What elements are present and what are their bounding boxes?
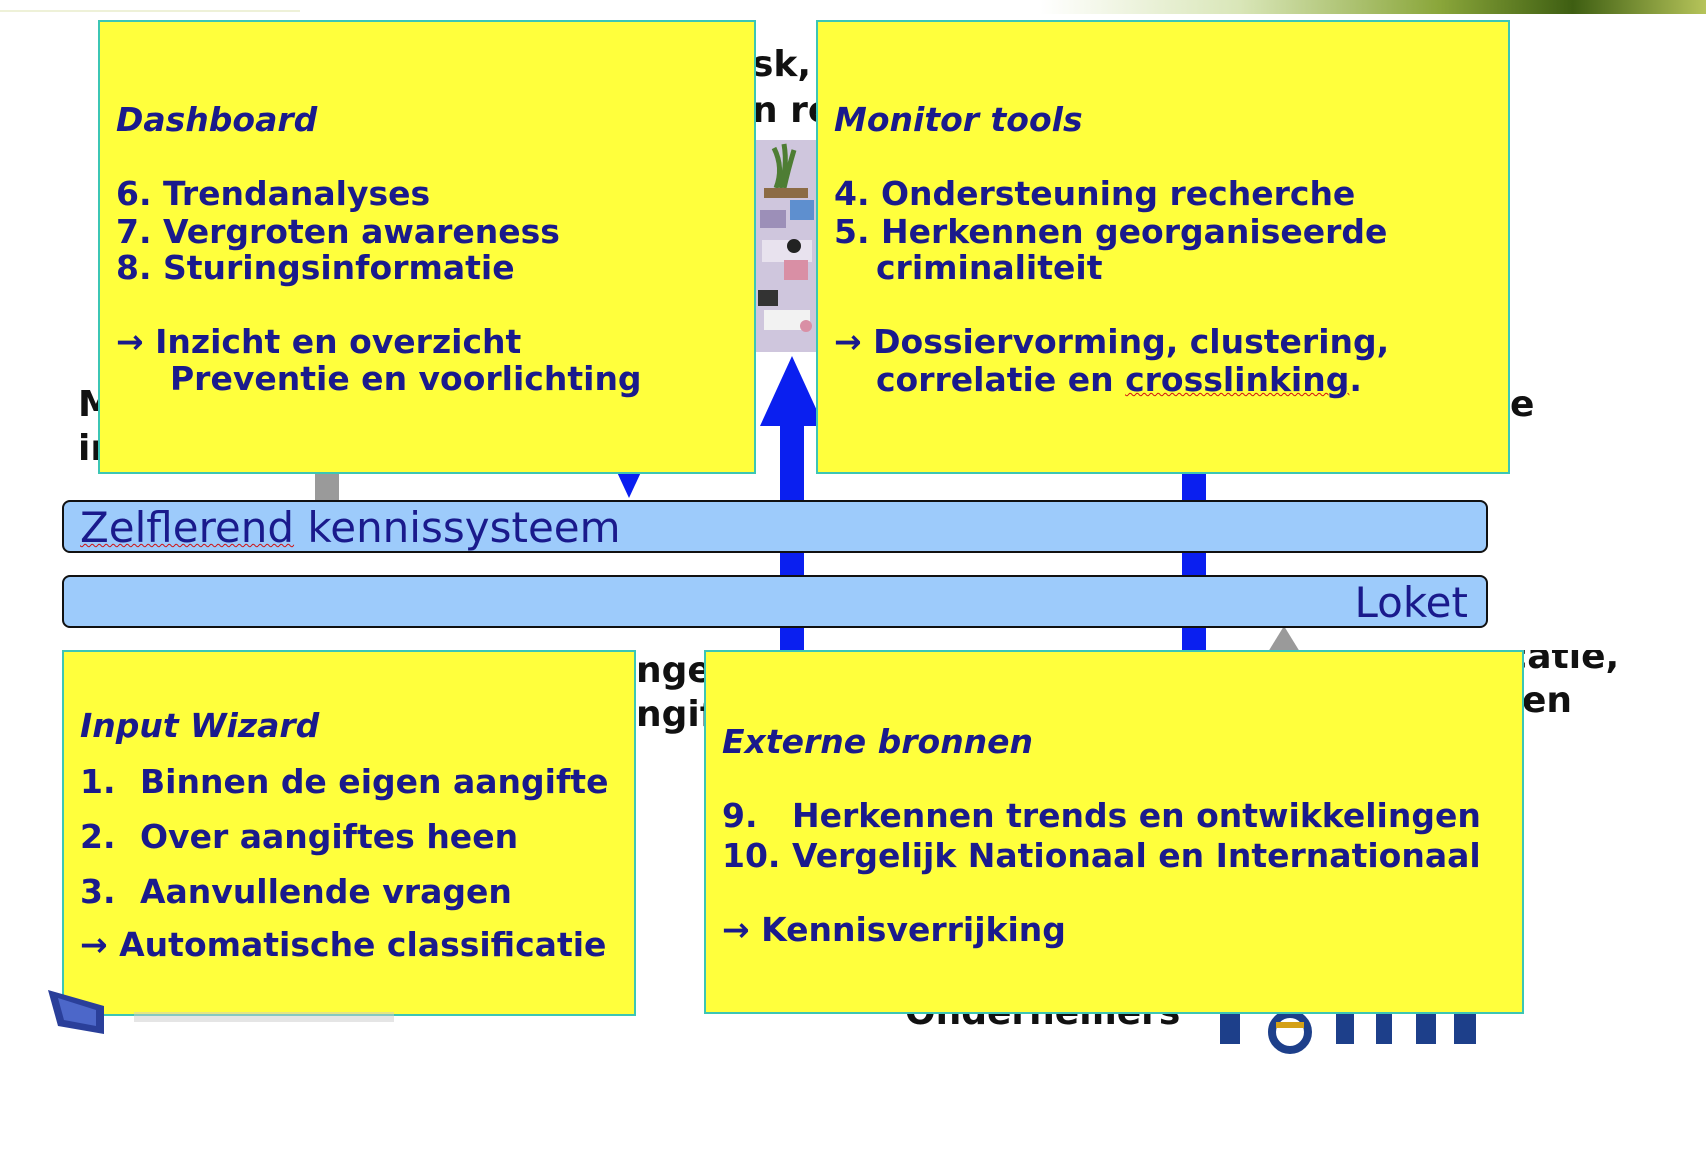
header-photo-strip xyxy=(1040,0,1706,14)
gray-connector-left xyxy=(315,470,339,500)
bg-fragment-right-1: e xyxy=(1510,384,1535,425)
monitor-item-5: 5. Herkennen georganiseerde xyxy=(834,212,1388,251)
logo-left-caption xyxy=(134,1012,394,1022)
bg-fragment-top-1: sk, xyxy=(752,44,812,85)
monitor-item-5-cont: criminaliteit xyxy=(876,248,1103,287)
blue-arrow-up-icon xyxy=(760,356,824,426)
dashboard-panel: Dashboard 6. Trendanalyses 7. Vergroten … xyxy=(98,20,756,474)
wizard-item-2-text: Over aangiftes heen xyxy=(140,817,519,856)
dashboard-result-2: Preventie en voorlichting xyxy=(170,359,642,398)
monitor-result-1: → Dossiervorming, clustering, xyxy=(834,322,1390,361)
kennissysteem-label-word1: Zelflerend xyxy=(80,503,295,552)
externe-item-9-text: Herkennen trends en ontwikkelingen xyxy=(792,796,1481,835)
wizard-item-1-num: 1. xyxy=(80,762,116,801)
monitor-tools-title: Monitor tools xyxy=(834,100,1083,139)
wizard-item-3: 3. Aanvullende vragen xyxy=(80,872,634,912)
monitor-result-2: correlatie en crosslinking. xyxy=(834,360,1508,400)
logo-left-icon xyxy=(48,990,104,1034)
bg-fragment-right-mid-2: en xyxy=(1522,680,1573,721)
externe-result: → Kennisverrijking xyxy=(722,910,1066,949)
externe-bronnen-panel: Externe bronnen 9. Herkennen trends en on… xyxy=(704,650,1524,1014)
externe-item-10: 10. Vergelijk Nationaal en Internationaal xyxy=(722,836,1522,876)
wizard-item-2-num: 2. xyxy=(80,817,116,856)
externe-item-9: 9. Herkennen trends en ontwikkelingen xyxy=(722,796,1522,836)
blue-connector-center-mid xyxy=(780,552,804,578)
politie-logo-icon xyxy=(1220,1014,1476,1054)
wizard-item-3-num: 3. xyxy=(80,872,116,911)
externe-item-10-num: 10. xyxy=(722,836,781,875)
kennissysteem-bar: Zelflerend kennissysteem xyxy=(62,500,1488,553)
dashboard-item-7: 7. Vergroten awareness xyxy=(116,212,560,251)
header-rule xyxy=(0,10,300,12)
bg-fragment-bottom: Ondernemers xyxy=(905,1014,1180,1033)
wizard-result: → Automatische classificatie xyxy=(80,925,607,964)
kennissysteem-label-word2: kennissysteem xyxy=(294,503,621,552)
loket-label: Loket xyxy=(1354,578,1469,627)
monitor-result-2-crosslinking: crosslinking xyxy=(1125,360,1350,399)
input-wizard-panel: Input Wizard 1.Binnen de eigen aangifte … xyxy=(62,650,636,1016)
blue-arrow-down-dashboard xyxy=(616,470,642,498)
dashboard-item-8: 8. Sturingsinformatie xyxy=(116,248,515,287)
monitor-item-4: 4. Ondersteuning recherche xyxy=(834,174,1356,213)
dashboard-title: Dashboard xyxy=(116,100,318,139)
dashboard-item-6: 6. Trendanalyses xyxy=(116,174,431,213)
monitor-result-2-text: correlatie en xyxy=(876,360,1126,399)
wizard-item-1-text: Binnen de eigen aangifte xyxy=(140,762,609,801)
monitor-result-2-end: . xyxy=(1349,360,1362,399)
blue-connector-right-bottom xyxy=(1182,627,1206,653)
blue-arrow-shaft-top xyxy=(780,420,804,502)
dashboard-result-1: → Inzicht en overzicht xyxy=(116,322,522,361)
externe-item-10-text: Vergelijk Nationaal en Internationaal xyxy=(792,836,1481,875)
gray-arrow-up-icon xyxy=(1268,626,1300,652)
externe-item-9-num: 9. xyxy=(722,796,758,835)
blue-connector-center-bottom xyxy=(780,627,804,653)
blue-connector-right-top xyxy=(1182,470,1206,502)
wizard-item-1: 1. Binnen de eigen aangifte xyxy=(80,762,634,802)
wizard-item-2: 2. Over aangiftes heen xyxy=(80,817,634,857)
loket-bar: Loket xyxy=(62,575,1488,628)
externe-bronnen-title: Externe bronnen xyxy=(722,722,1034,761)
blue-connector-right-mid xyxy=(1182,552,1206,578)
office-illustration xyxy=(754,140,818,352)
monitor-tools-panel: Monitor tools 4. Ondersteuning recherche… xyxy=(816,20,1510,474)
input-wizard-title: Input Wizard xyxy=(80,706,320,745)
wizard-item-3-text: Aanvullende vragen xyxy=(140,872,512,911)
